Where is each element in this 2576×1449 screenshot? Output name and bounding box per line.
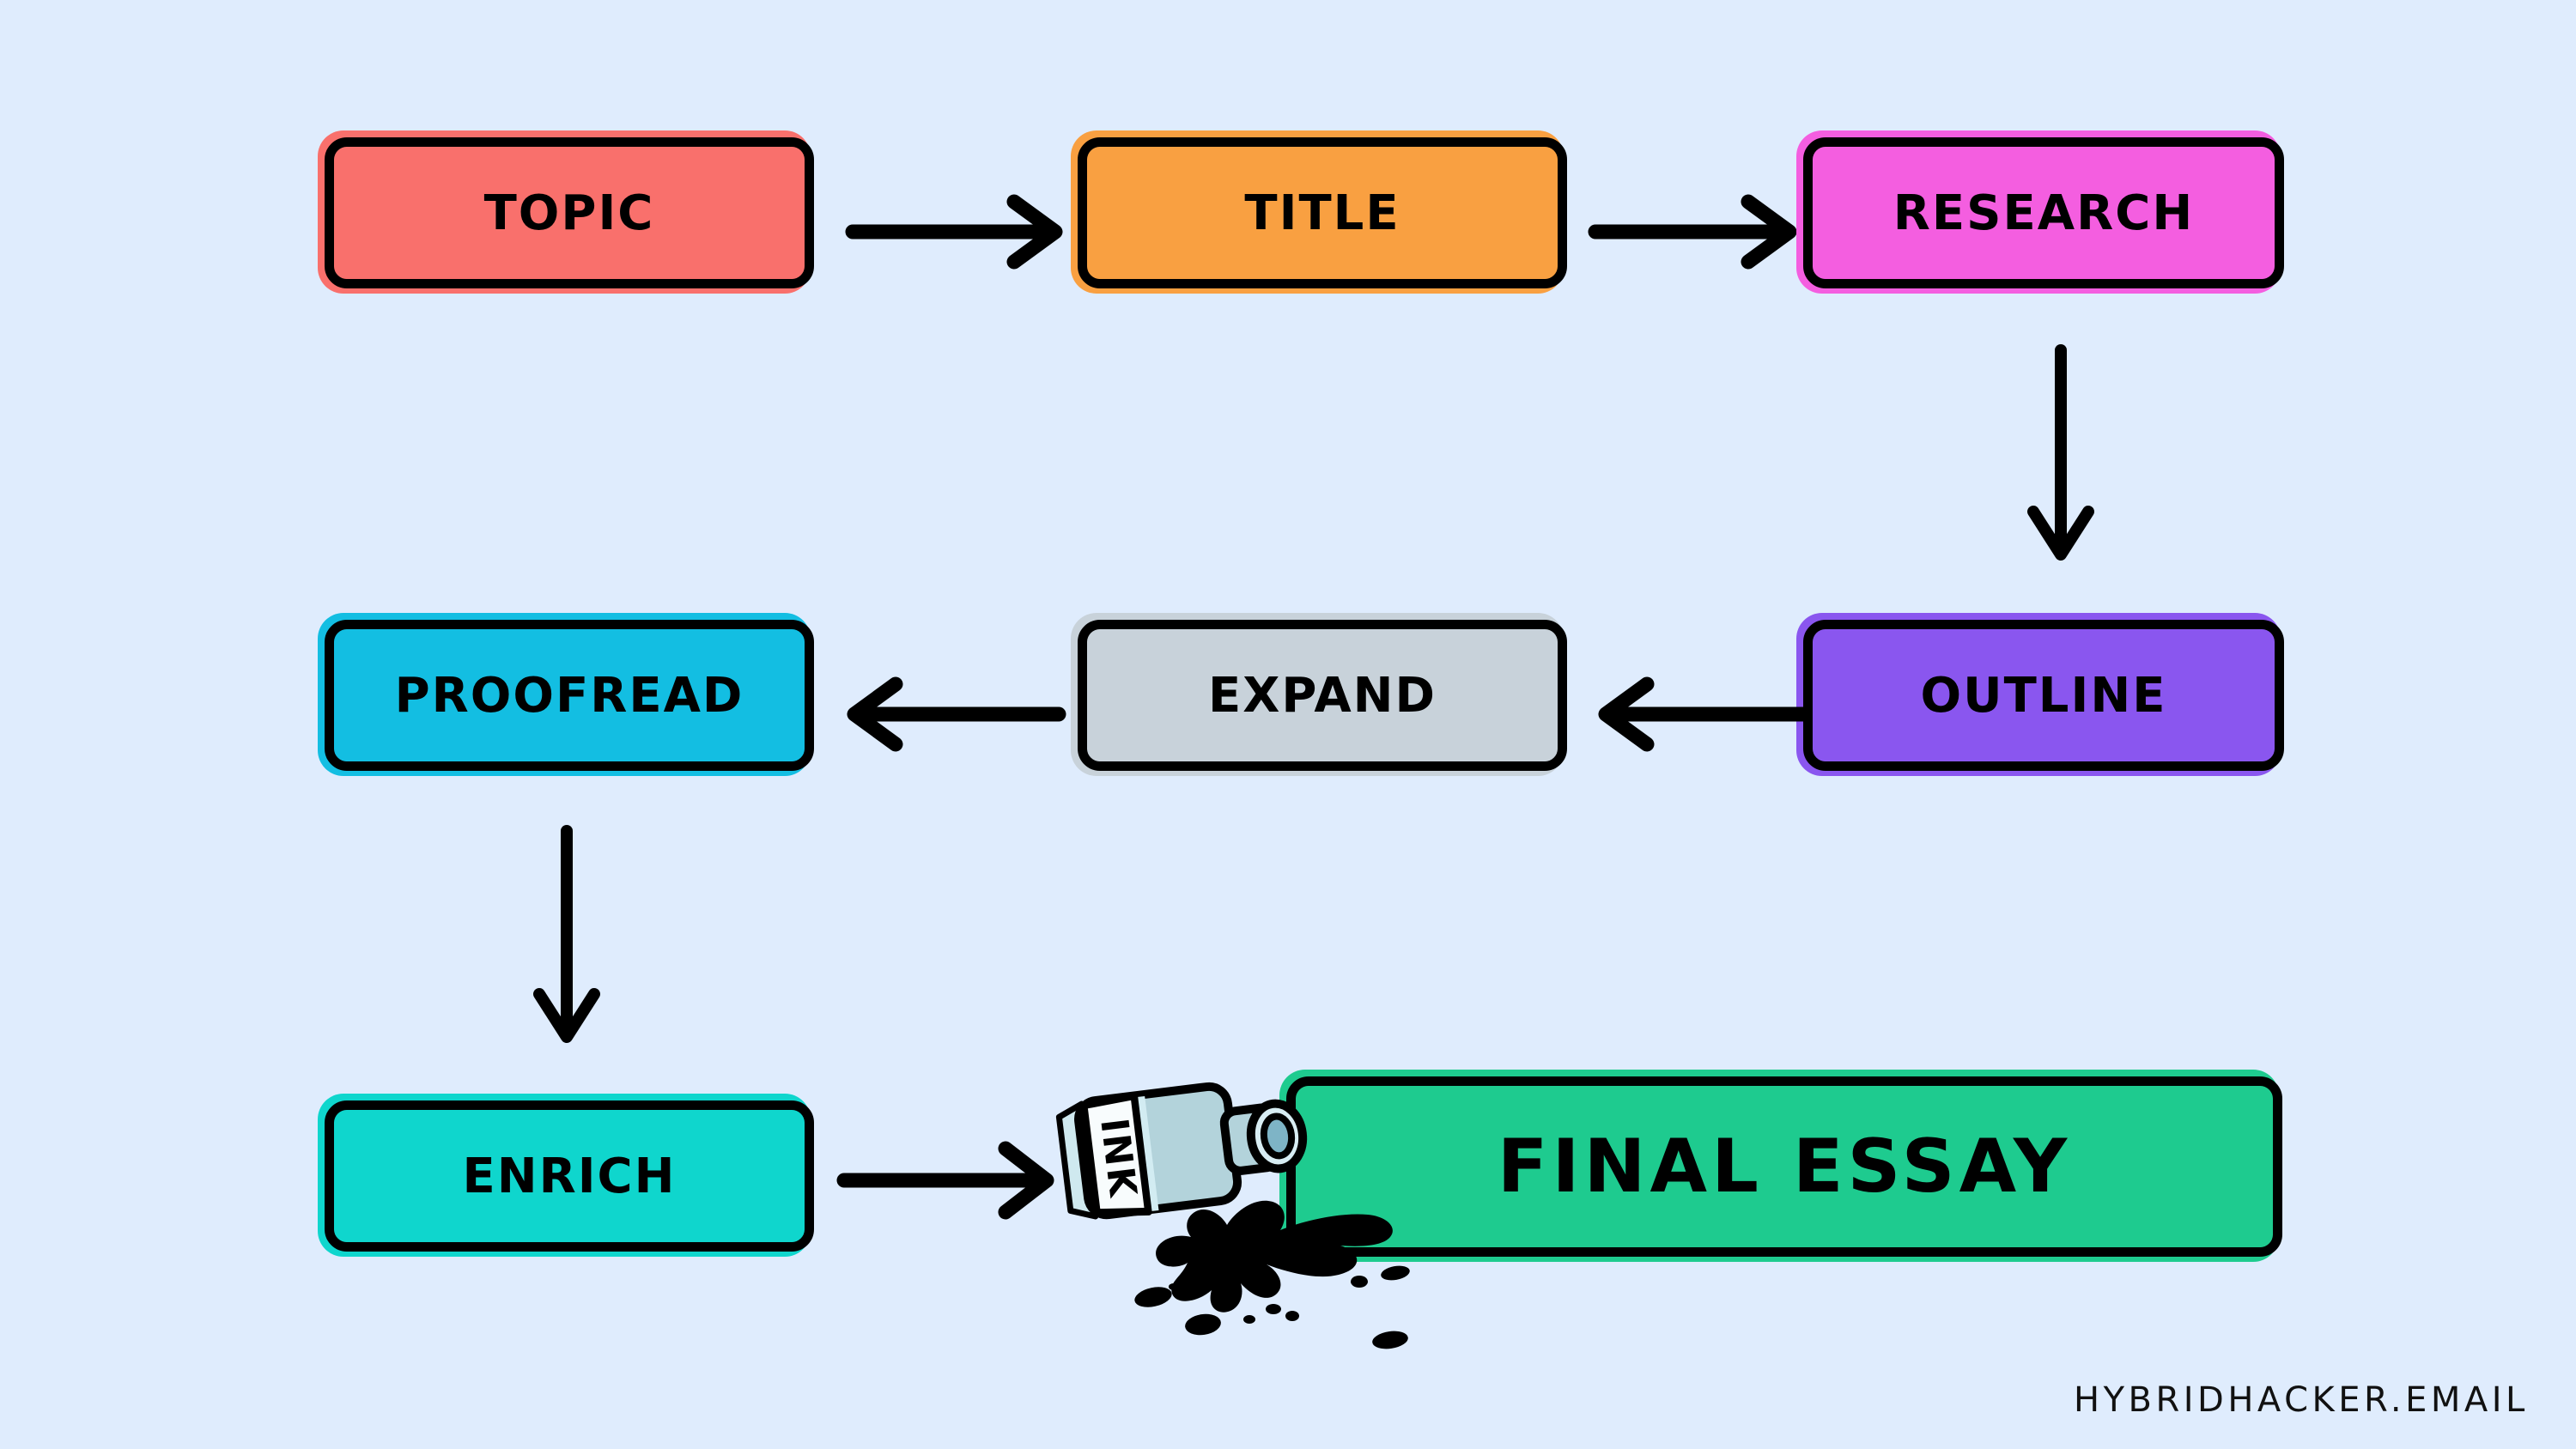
arrow-proofread-to-enrich [533,825,600,1043]
arrow-outline-to-expand [1598,676,1811,752]
node-enrich-label: ENRICH [462,1148,677,1204]
node-title-fill [1087,147,1558,279]
node-expand-label: EXPAND [1207,667,1437,724]
node-proofread-label: PROOFREAD [394,667,744,724]
node-proofread-fill [334,629,805,761]
arrow-topic-to-title [845,194,1063,270]
ink-bottle-body-icon: INK [1055,1082,1308,1220]
node-title-label: TITLE [1244,185,1400,241]
node-topic[interactable]: TOPIC [318,130,814,294]
node-enrich-fill [334,1110,805,1242]
node-topic-label: TOPIC [483,185,655,241]
node-proofread-outline [325,620,814,771]
node-final-essay-fill [1296,1086,2273,1247]
node-outline-fill [1813,629,2275,761]
node-expand-fill [1087,629,1558,761]
node-research-outline [1803,137,2284,288]
arrow-research-to-outline [2027,344,2094,561]
arrow-title-to-research [1588,194,1797,270]
node-final-essay-label: FINAL ESSAY [1497,1124,2072,1210]
node-outline-outline [1803,620,2284,771]
node-expand[interactable]: EXPAND [1071,613,1567,776]
ink-bottle-illustration: INK [1055,1082,1410,1349]
node-outline[interactable]: OUTLINE [1796,613,2284,776]
arrow-expand-to-proofread [847,676,1066,752]
node-title[interactable]: TITLE [1071,130,1567,294]
node-enrich-outline [325,1100,814,1252]
node-enrich[interactable]: ENRICH [318,1094,814,1257]
node-research[interactable]: RESEARCH [1796,130,2284,294]
ink-bottle-label: INK [1091,1116,1145,1201]
node-expand-outline [1078,620,1567,771]
node-research-label: RESEARCH [1893,185,2195,241]
node-outline-label: OUTLINE [1920,667,2167,724]
watermark-text: HYBRIDHACKER.EMAIL [2074,1380,2529,1420]
ink-spill-icon [1134,1200,1410,1349]
node-title-outline [1078,137,1567,288]
arrow-enrich-to-final-essay [836,1141,1054,1220]
node-proofread[interactable]: PROOFREAD [318,613,814,776]
node-topic-outline [325,137,814,288]
node-final-essay[interactable]: FINAL ESSAY [1279,1070,2282,1262]
node-research-fill [1813,147,2275,279]
node-topic-fill [334,147,805,279]
